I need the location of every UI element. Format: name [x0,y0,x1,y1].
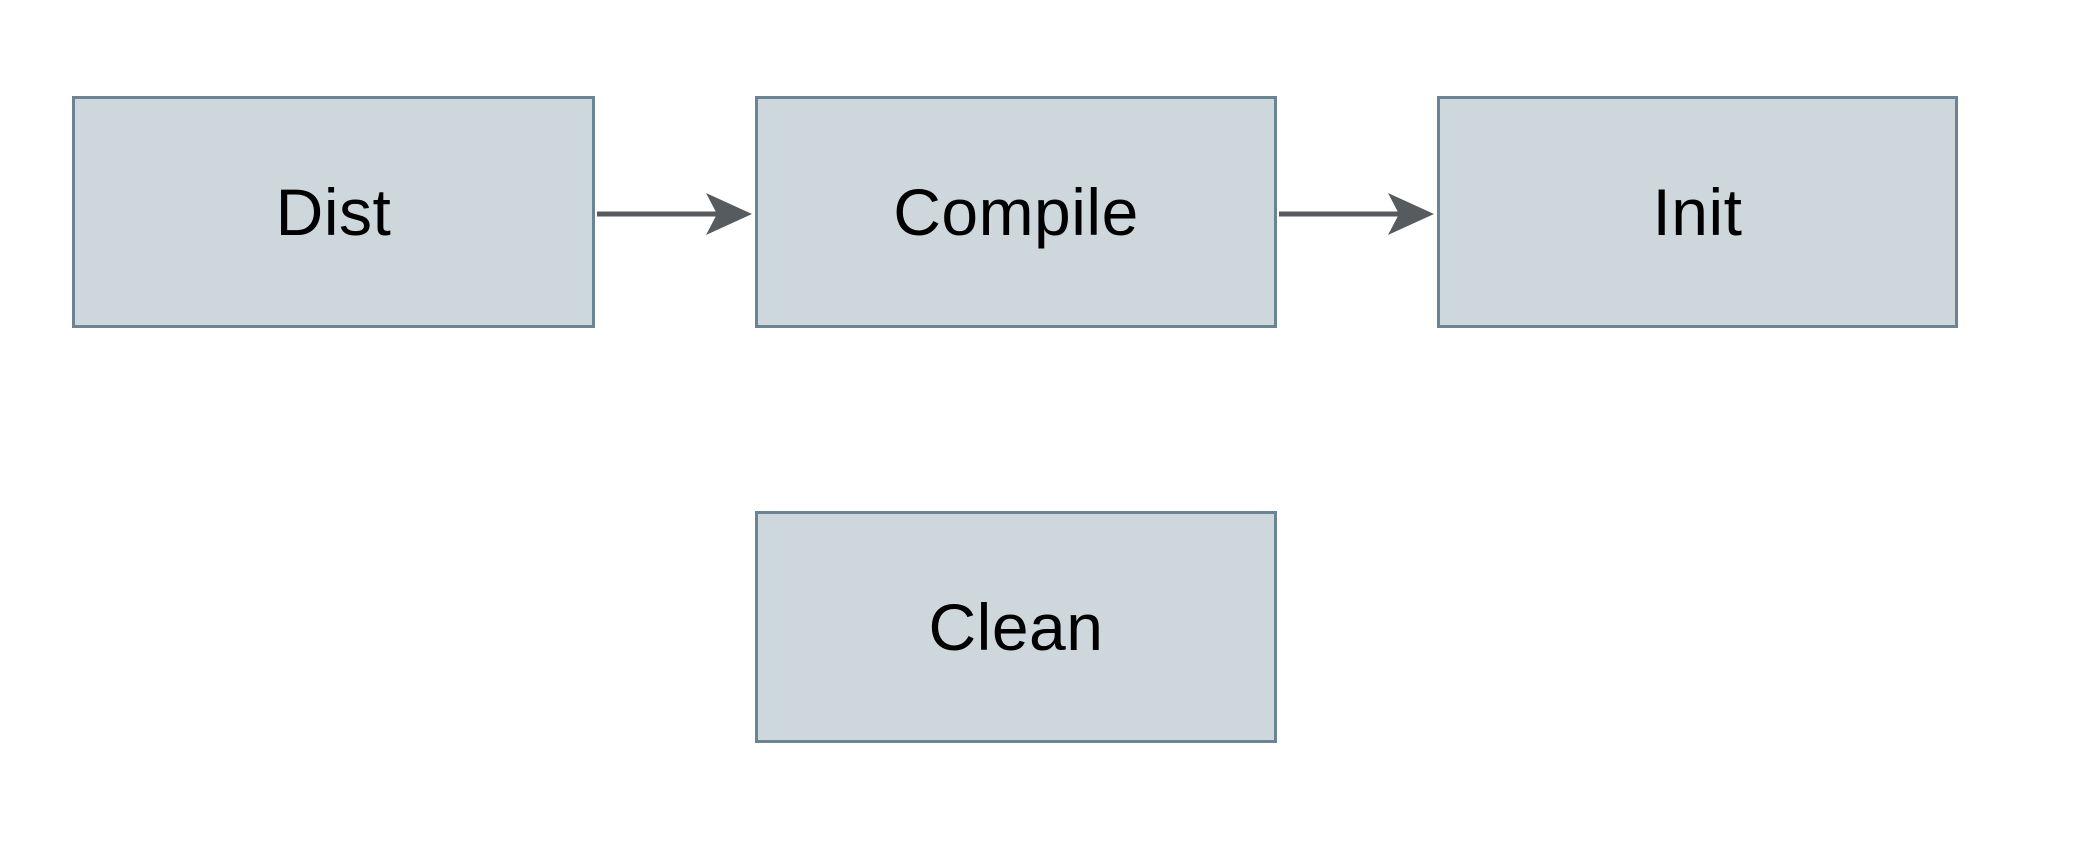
node-compile-label: Compile [893,175,1139,249]
edge-dist-to-compile-arrowhead [706,193,752,235]
edge-dist-to-compile[interactable] [597,193,752,235]
node-compile[interactable]: Compile [755,96,1277,328]
edge-compile-to-init-arrowhead [1388,193,1434,235]
node-dist[interactable]: Dist [72,96,595,328]
node-dist-label: Dist [275,175,392,249]
node-clean-label: Clean [928,590,1104,664]
node-clean[interactable]: Clean [755,511,1277,743]
node-init[interactable]: Init [1437,96,1958,328]
node-init-label: Init [1652,175,1743,249]
edge-compile-to-init[interactable] [1279,193,1434,235]
